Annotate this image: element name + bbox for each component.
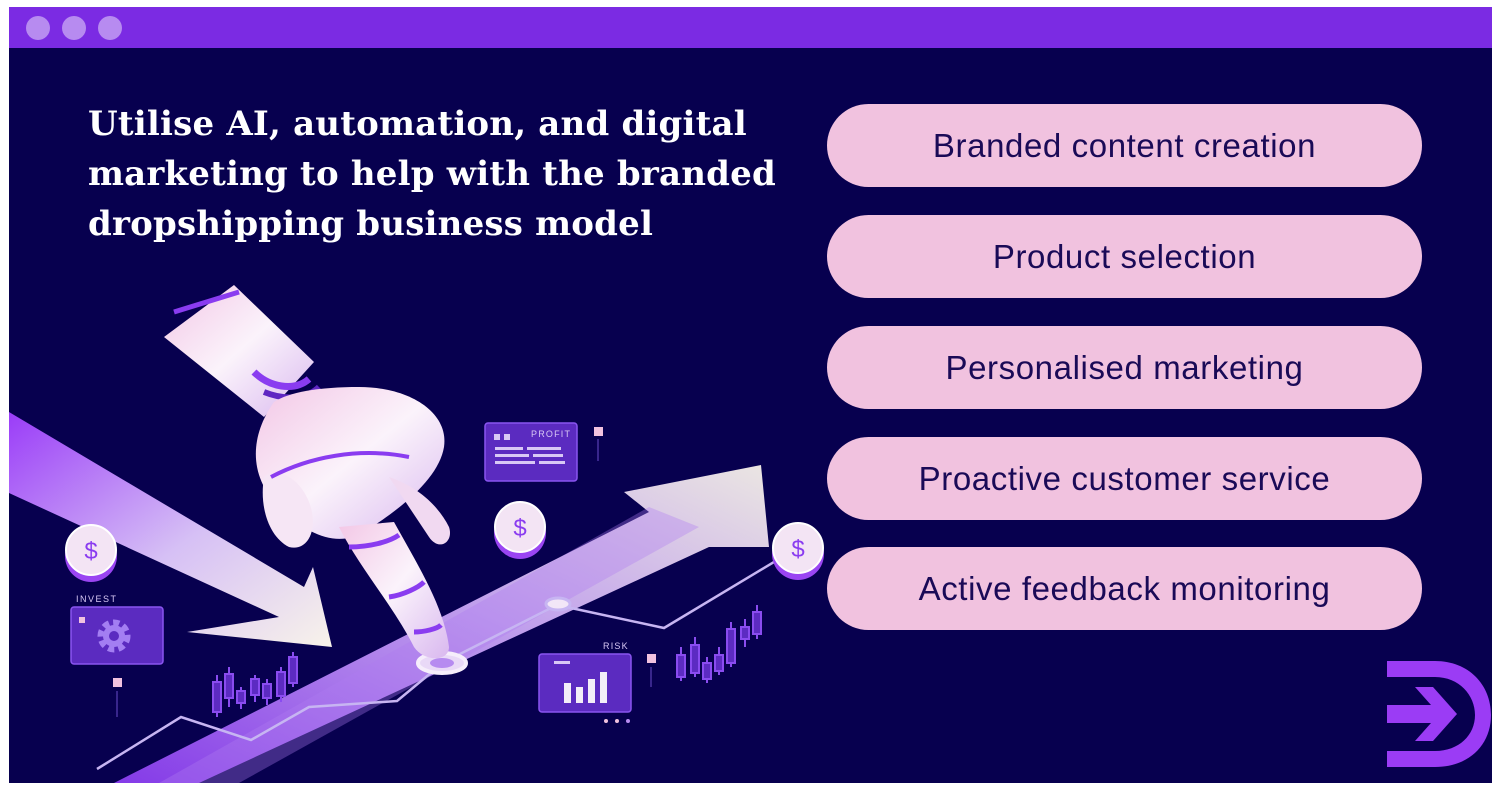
window-control-dot[interactable] xyxy=(62,16,86,40)
candlestick-group-left xyxy=(212,652,298,717)
down-arrow-shape xyxy=(9,412,332,647)
window-control-dot[interactable] xyxy=(26,16,50,40)
window-frame: INVEST PROFIT RISK xyxy=(9,7,1492,783)
risk-label: RISK xyxy=(603,641,629,651)
benefit-pill-customer-service[interactable]: Proactive customer service xyxy=(827,437,1422,520)
dollar-coin-icon: $ xyxy=(772,522,824,580)
invest-card: INVEST xyxy=(70,594,164,717)
benefit-pill-personalised-marketing[interactable]: Personalised marketing xyxy=(827,326,1422,409)
candlestick-group-right xyxy=(676,605,762,683)
robot-hand-icon xyxy=(164,285,450,659)
coin-symbol: $ xyxy=(84,538,97,565)
profit-label: PROFIT xyxy=(531,429,571,439)
benefit-pill-product-selection[interactable]: Product selection xyxy=(827,215,1422,298)
window-titlebar xyxy=(9,7,1492,48)
benefit-pill-feedback-monitoring[interactable]: Active feedback monitoring xyxy=(827,547,1422,630)
coin-symbol: $ xyxy=(513,515,526,542)
dollar-coin-icon: $ xyxy=(65,524,117,582)
trend-line xyxy=(96,545,800,771)
arrow-logo-icon xyxy=(1387,661,1491,767)
profit-card: PROFIT xyxy=(484,422,603,482)
invest-label: INVEST xyxy=(76,594,118,604)
window-control-dot[interactable] xyxy=(98,16,122,40)
benefit-pill-branded-content[interactable]: Branded content creation xyxy=(827,104,1422,187)
dollar-coin-icon: $ xyxy=(494,501,546,559)
ai-automation-illustration: INVEST PROFIT RISK xyxy=(9,285,824,783)
risk-card: RISK xyxy=(538,641,656,723)
gear-icon xyxy=(97,619,131,653)
page-headline: Utilise AI, automation, and digital mark… xyxy=(88,104,776,244)
bar-chart-icon xyxy=(564,672,607,703)
coin-symbol: $ xyxy=(791,536,804,563)
